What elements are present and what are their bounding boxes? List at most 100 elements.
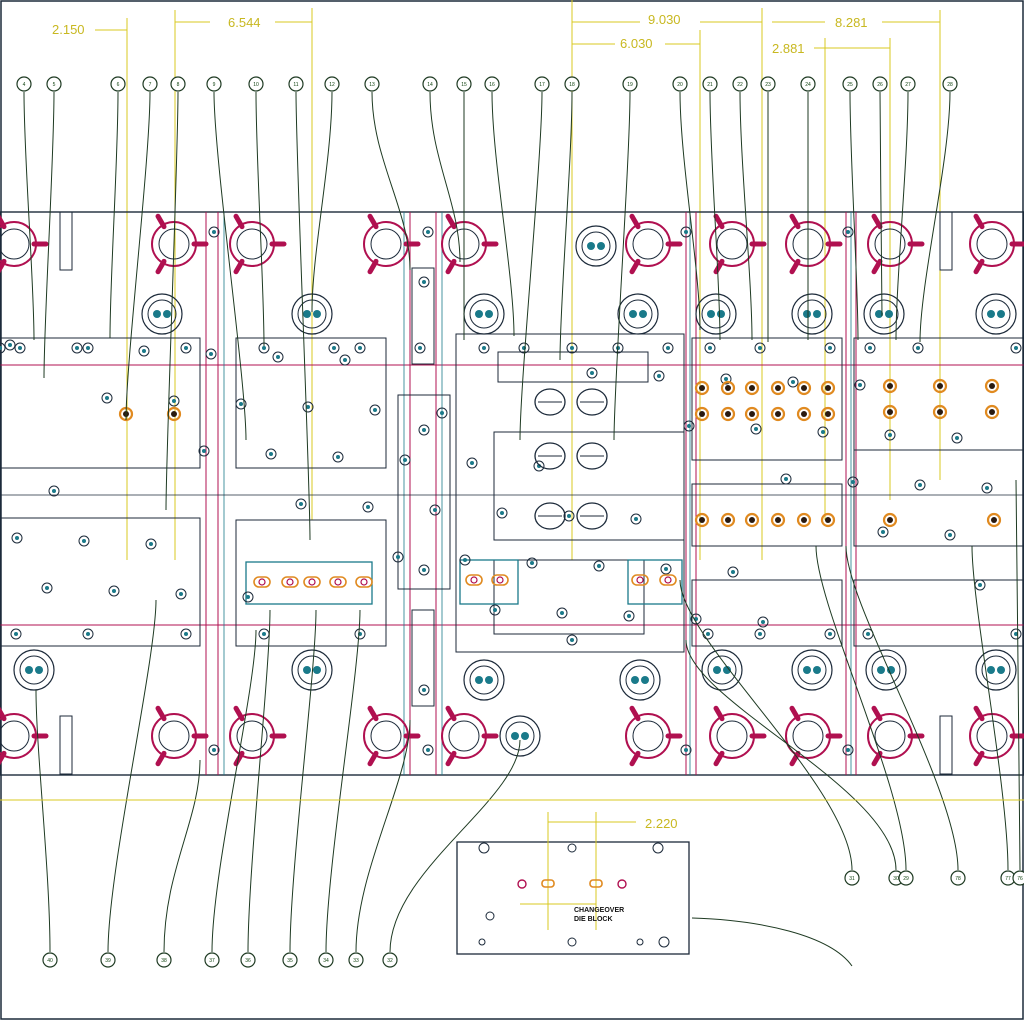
hole-center-icon	[791, 380, 795, 384]
callout-number: 11	[293, 82, 298, 88]
callout-balloon: 19	[613, 76, 638, 441]
callout-number: 10	[253, 82, 259, 88]
callout-circle	[46, 76, 62, 92]
hole-center-icon	[184, 346, 188, 350]
hole-icon	[556, 607, 568, 619]
callout-number: 35	[287, 958, 293, 964]
callout-number: 5	[53, 82, 56, 88]
hole-icon	[414, 342, 426, 354]
hole-center-icon	[918, 483, 922, 487]
callout-balloon: 78	[845, 545, 966, 886]
hole-icon	[720, 373, 732, 385]
clamp-bolt-icon	[151, 213, 209, 275]
callout-circle	[282, 952, 298, 968]
hole-icon	[683, 420, 695, 432]
dimension-label-2150: 2.150	[52, 22, 85, 37]
callout-balloon: 34	[318, 609, 361, 968]
pilot-slot-icon	[329, 576, 347, 588]
pilot-slot-icon	[465, 574, 483, 586]
callout-balloon: 12	[311, 76, 340, 313]
punch-center-icon	[801, 411, 807, 417]
callout-number: 15	[461, 82, 467, 88]
hole-center-icon	[18, 346, 22, 350]
hole-icon	[864, 342, 876, 354]
hole-icon	[418, 564, 430, 576]
punch-icon	[882, 378, 898, 394]
guide-post-icon	[701, 649, 743, 691]
punch-center-icon	[699, 385, 705, 391]
hole-center-icon	[142, 349, 146, 353]
callout-number: 13	[369, 82, 375, 88]
hole-icon	[787, 376, 799, 388]
hole-center-icon	[888, 433, 892, 437]
clamp-bolt-icon	[709, 213, 767, 275]
hole-icon	[328, 342, 340, 354]
punch-center-icon	[775, 385, 781, 391]
hole-icon	[422, 226, 434, 238]
callout-number: 14	[427, 82, 433, 88]
callout-circle	[942, 76, 958, 92]
hole-center-icon	[45, 586, 49, 590]
hole-icon	[242, 591, 254, 603]
callout-balloon: 21	[702, 76, 721, 341]
hole-center-icon	[422, 688, 426, 692]
callout-circle	[534, 76, 550, 92]
pilot-slot-icon	[281, 576, 299, 588]
callout-leader	[35, 689, 51, 953]
hole-icon	[817, 426, 829, 438]
form-cavity-icon	[534, 388, 566, 416]
clamp-bolt-icon	[969, 705, 1024, 767]
guide-post-icon	[975, 649, 1017, 691]
punch-icon	[720, 512, 736, 528]
punch-center-icon	[937, 383, 943, 389]
callout-balloon: 23	[760, 76, 776, 342]
hole-center-icon	[866, 632, 870, 636]
hole-center-icon	[418, 346, 422, 350]
hole-icon	[680, 744, 692, 756]
callout-balloon: 4	[16, 76, 35, 341]
hole-icon	[459, 554, 471, 566]
clamp-bolt-icon	[151, 705, 209, 767]
hole-icon	[436, 407, 448, 419]
form-cavity-icon	[534, 442, 566, 470]
dimension-label-6030: 6.030	[620, 36, 653, 51]
hole-icon	[265, 448, 277, 460]
callout-circle	[422, 76, 438, 92]
clamp-bolt-icon	[709, 705, 767, 767]
hole-center-icon	[306, 405, 310, 409]
callout-balloon: 77	[971, 545, 1016, 886]
callout-leader	[255, 91, 265, 347]
hole-center-icon	[422, 428, 426, 432]
pilot-pin-icon	[636, 576, 644, 584]
callout-number: 26	[877, 82, 883, 88]
punch-icon	[984, 378, 1000, 394]
hole-center-icon	[955, 436, 959, 440]
callout-leader	[491, 91, 515, 337]
callout-leader	[849, 91, 859, 341]
hole-center-icon	[500, 511, 504, 515]
punch-center-icon	[699, 517, 705, 523]
hole-icon	[10, 628, 22, 640]
callout-balloon: 32	[382, 739, 521, 968]
callout-number: 25	[847, 82, 853, 88]
hole-icon	[138, 345, 150, 357]
hole-center-icon	[597, 564, 601, 568]
callout-leader	[289, 609, 317, 953]
hole-icon	[145, 538, 157, 550]
hole-center-icon	[948, 533, 952, 537]
punch-center-icon	[725, 411, 731, 417]
hole-center-icon	[239, 402, 243, 406]
guide-post-icon	[863, 293, 905, 335]
punch-center-icon	[171, 411, 177, 417]
hole-icon	[842, 226, 854, 238]
clamp-bolt-icon	[785, 705, 843, 767]
callout-number: 32	[387, 958, 393, 964]
hole-icon	[877, 526, 889, 538]
callout-circle	[872, 76, 888, 92]
pilot-pin-icon	[360, 578, 368, 586]
hole-center-icon	[684, 230, 688, 234]
callout-leader	[165, 91, 179, 511]
callout-leader	[211, 629, 257, 953]
guide-post-group	[13, 225, 1017, 757]
